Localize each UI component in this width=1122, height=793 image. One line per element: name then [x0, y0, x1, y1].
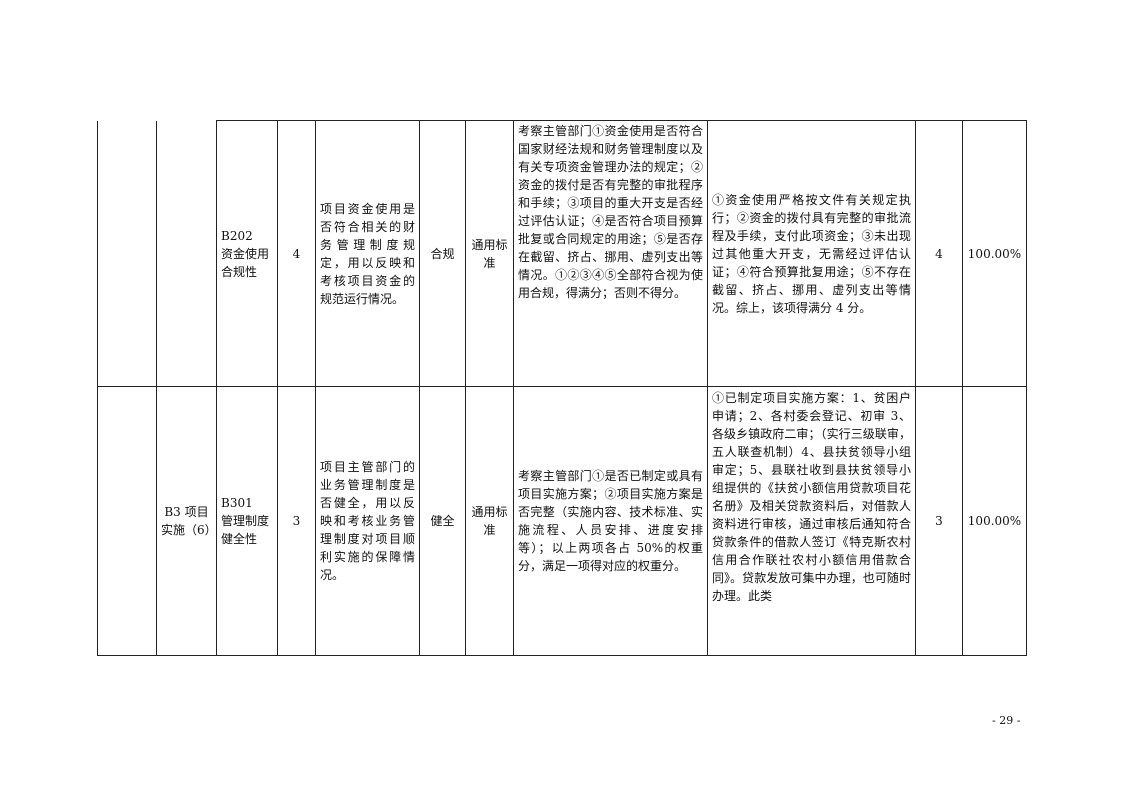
- level2-cell: B3 项目实施（6）: [156, 386, 217, 656]
- key-cell: 合规: [419, 120, 466, 387]
- key-cell: 健全: [419, 386, 466, 656]
- weight-cell: 4: [277, 120, 316, 387]
- content-cell: 项目资金使用是否符合相关的财务管理制度规定，用以反映和考核项目资金的规范运行情况…: [315, 120, 420, 387]
- score-cell: 4: [915, 120, 963, 387]
- level1-cell: [97, 120, 157, 387]
- indicator-text: B202 资金使用合规性: [221, 228, 270, 279]
- indicator-text: B301 管理制度健全性: [221, 496, 270, 546]
- indicator-cell: B301 管理制度健全性: [216, 386, 278, 656]
- standard-cell: 通用标准: [465, 120, 514, 387]
- result-cell: ①资金使用严格按文件有关规定执行；②资金的拨付具有完整的审批流程及手续，支付此项…: [707, 120, 916, 387]
- result-cell: ①已制定项目实施方案：1、贫困户申请；2、各村委会登记、初审 3、各级乡镇政府二…: [707, 386, 916, 656]
- rate-cell: 100.00%: [962, 386, 1027, 656]
- standard-cell: 通用标准: [465, 386, 514, 656]
- weight-cell: 3: [277, 386, 316, 656]
- rate-cell: 100.00%: [962, 120, 1027, 387]
- criteria-cell: 考察主管部门①资金使用是否符合国家财经法规和财务管理制度以及有关专项资金管理办法…: [513, 120, 708, 387]
- level1-cell: [97, 386, 157, 656]
- criteria-cell: 考察主管部门①是否已制定或具有项目实施方案；②项目实施方案是否完整（实施内容、技…: [513, 386, 708, 656]
- page-number: - 29 -: [992, 714, 1021, 727]
- evaluation-table: B202 资金使用合规性 4 项目资金使用是否符合相关的财务管理制度规定，用以反…: [97, 120, 1027, 656]
- score-cell: 3: [915, 386, 963, 656]
- table-row: B3 项目实施（6） B301 管理制度健全性 3 项目主管部门的业务管理制度是…: [97, 386, 1027, 656]
- indicator-cell: B202 资金使用合规性: [216, 120, 278, 387]
- table-row: B202 资金使用合规性 4 项目资金使用是否符合相关的财务管理制度规定，用以反…: [97, 120, 1027, 387]
- content-cell: 项目主管部门的业务管理制度是否健全，用以反映和考核业务管理制度对项目顺利实施的保…: [315, 386, 420, 656]
- level2-cell: [156, 120, 217, 387]
